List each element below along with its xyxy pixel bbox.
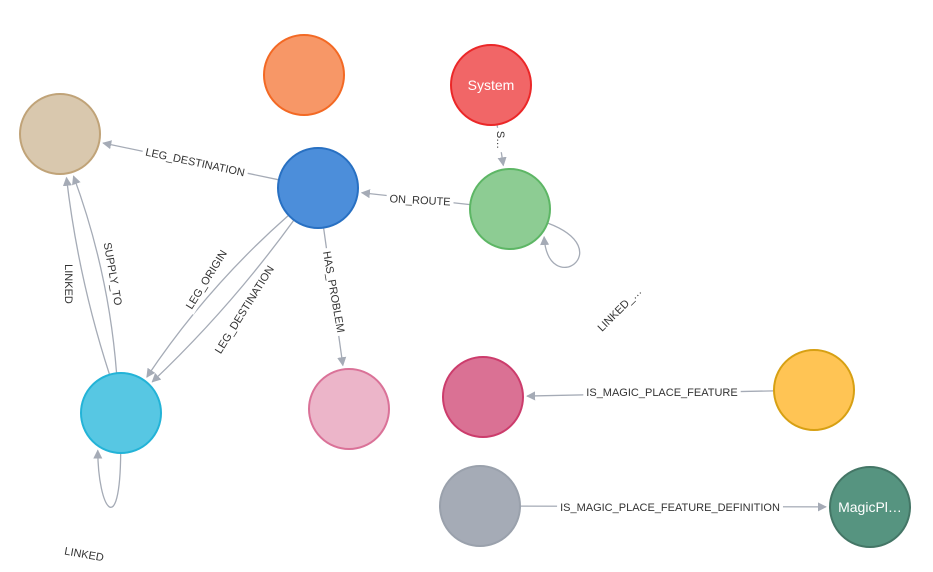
node-system[interactable]: System [450, 44, 532, 126]
node-label: MagicPl… [838, 499, 902, 515]
edge-label-background [318, 247, 348, 337]
edge-e-leg-dest-2[interactable] [146, 214, 289, 378]
node-circle[interactable] [263, 34, 345, 116]
edges-layer [62, 124, 827, 512]
node-orange[interactable] [263, 34, 345, 116]
node-cyan[interactable] [80, 372, 162, 454]
node-pink[interactable] [308, 368, 390, 450]
node-magenta[interactable] [442, 356, 524, 438]
node-circle[interactable] [450, 44, 532, 126]
edge-label-e-magic-def: IS_MAGIC_PLACE_FEATURE_DEFINITION [560, 502, 780, 514]
edge-label-background [99, 238, 126, 310]
edge-label-background [557, 500, 783, 515]
node-blue[interactable] [277, 147, 359, 229]
edge-label-background [493, 127, 508, 153]
node-magicplace[interactable]: MagicPl… [829, 466, 911, 548]
node-tan[interactable] [19, 93, 101, 175]
edge-label-background [210, 260, 280, 360]
edge-e-linked-cyan[interactable] [93, 449, 122, 508]
node-circle[interactable] [80, 372, 162, 454]
edge-e-supply-to[interactable] [72, 175, 118, 374]
node-yellow[interactable] [773, 349, 855, 431]
node-label: System [468, 77, 515, 93]
edge-label-background [141, 144, 249, 181]
edge-label-background [592, 282, 648, 338]
edge-label-background [181, 245, 233, 315]
edge-label-e-linked-tan: LINKED [62, 264, 74, 304]
node-circle[interactable] [773, 349, 855, 431]
node-green[interactable] [469, 168, 551, 250]
edge-label-background [386, 192, 454, 210]
edge-label-e-leg-dest-1: LEG_DESTINATION [144, 147, 246, 180]
node-circle[interactable] [469, 168, 551, 250]
edge-label-e-system-s: S… [494, 131, 506, 149]
node-circle[interactable] [442, 356, 524, 438]
node-circle[interactable] [829, 466, 911, 548]
edge-label-background [60, 544, 108, 566]
nodes-layer: SystemMagicPl… [19, 34, 911, 548]
edge-label-e-on-route: ON_ROUTE [389, 193, 451, 208]
edge-label-background [583, 385, 741, 400]
edge-label-e-linked-green: LINKED_… [596, 286, 645, 335]
edge-label-e-has-problem: HAS_PROBLEM [320, 250, 346, 333]
edge-e-linked-tan[interactable] [62, 176, 111, 375]
edge-label-e-magic-feature: IS_MAGIC_PLACE_FEATURE [586, 387, 737, 399]
node-circle[interactable] [439, 465, 521, 547]
edge-label-e-supply-to: SUPPLY_TO [101, 242, 124, 307]
edge-e-linked-green[interactable] [540, 222, 581, 268]
node-circle[interactable] [308, 368, 390, 450]
node-gray[interactable] [439, 465, 521, 547]
edge-e-leg-origin[interactable] [151, 219, 295, 383]
node-circle[interactable] [277, 147, 359, 229]
node-circle[interactable] [19, 93, 101, 175]
edge-label-background [61, 261, 76, 307]
